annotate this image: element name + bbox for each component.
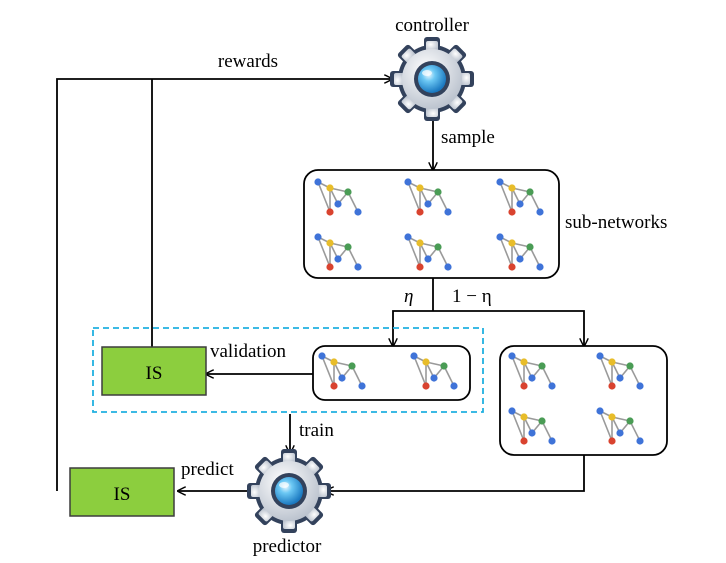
rewards-label: rewards	[218, 51, 278, 72]
controller-label: controller	[395, 15, 470, 36]
rewards-arrow	[56, 79, 392, 491]
eta-label: η	[404, 286, 413, 307]
predict-label: predict	[181, 459, 234, 480]
connector-lines	[56, 79, 585, 491]
one-minus-eta-label: 1 − η	[452, 286, 492, 307]
is-box-validation: IS	[101, 346, 207, 396]
sample-label: sample	[441, 127, 495, 148]
validation-set-box	[312, 345, 471, 401]
eta-arrow	[393, 310, 433, 346]
sub-networks-box	[303, 169, 560, 279]
controller-gear-icon	[390, 37, 474, 121]
is-box-validation-label: IS	[146, 363, 163, 384]
predictor-label: predictor	[253, 536, 322, 557]
validation-label: validation	[210, 341, 286, 362]
train-set-to-predictor-arrow	[326, 455, 585, 491]
predictor-gear-icon	[247, 449, 331, 533]
train-label: train	[299, 420, 334, 441]
is-box-predict-label: IS	[114, 484, 131, 505]
validation-dashed-region	[92, 327, 484, 413]
is-box-predict: IS	[69, 467, 175, 517]
one-minus-eta-arrow	[433, 310, 584, 346]
training-set-box	[499, 345, 668, 456]
sub-networks-label: sub-networks	[565, 212, 667, 233]
